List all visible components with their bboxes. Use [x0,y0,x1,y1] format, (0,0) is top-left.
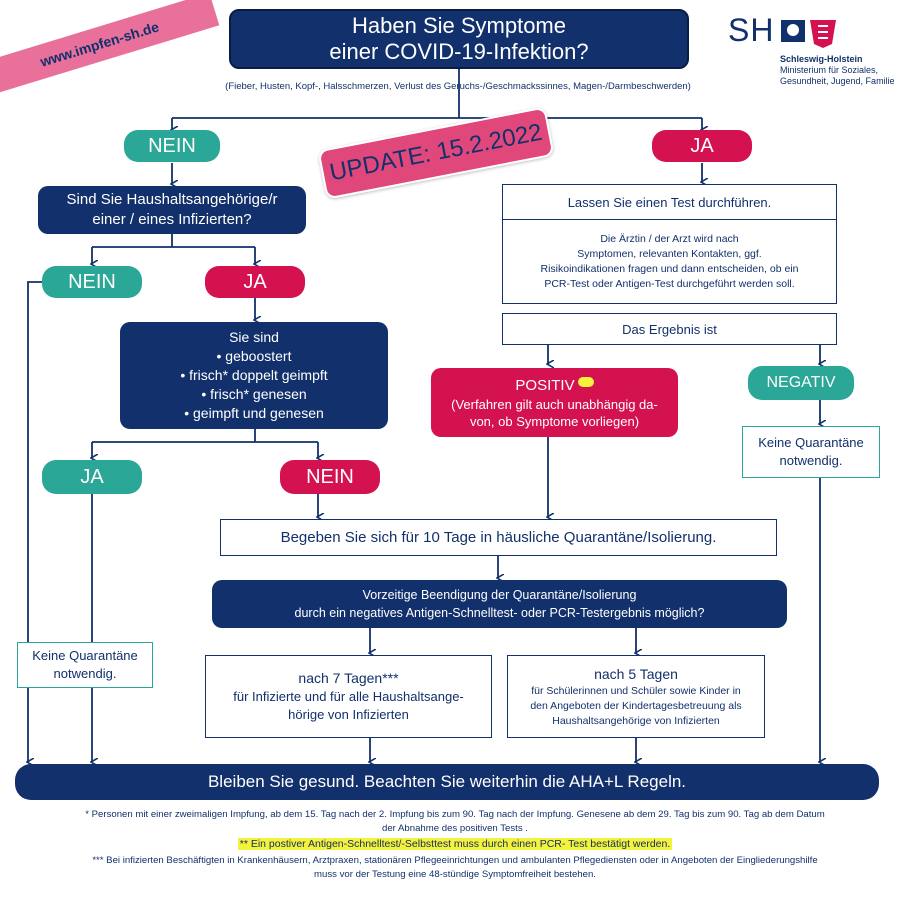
aha-rules-text: Bleiben Sie gesund. Beachten Sie weiterh… [207,772,687,791]
logo-ministry-2: Gesundheit, Jugend, Familie [780,76,895,86]
logo: SH Schleswig-Holstein Ministerium für So… [728,10,903,90]
household-question-line-1: Sind Sie Haushaltsangehörige/r [66,191,278,208]
title-line-1: Haben Sie Symptome [352,13,566,38]
no-quarantine-right-line-1: Keine Quarantäne [758,435,864,450]
after-5-line: Haushaltsangehörige von Infizierten [552,714,720,727]
early-end-box: Vorzeitige Beendigung der Quarantäne/Iso… [212,580,787,628]
status-item: • frisch* doppelt geimpft [180,367,328,383]
status-item: • geboostert [216,348,292,364]
negative-pill: NEGATIV [748,366,854,400]
footnote-1-line-2: der Abnahme des positiven Tests . [382,823,528,834]
footnote-3-line-1: *** Bei infizierten Beschäftigten in Kra… [92,855,818,866]
nein-top-pill: NEIN [124,130,220,162]
quarantine-text: Begeben Sie sich für 10 Tage in häuslich… [280,529,717,546]
quarantine-box: Begeben Sie sich für 10 Tage in häuslich… [220,519,777,556]
logo-ministry-1: Ministerium für Soziales, [780,65,879,75]
test-info-line: Die Ärztin / der Arzt wird nach [600,232,739,245]
test-title-box: Lassen Sie einen Test durchführen. [502,184,837,220]
aha-rules-bar: Bleiben Sie gesund. Beachten Sie weiterh… [15,764,879,800]
no-quarantine-left-box: Keine Quarantäne notwendig. [17,642,153,688]
test-info-box: Die Ärztin / der Arzt wird nach Symptome… [502,219,837,304]
nein-household-pill: NEIN [42,266,142,298]
after-5-days-box: nach 5 Tagen für Schülerinnen und Schüle… [507,655,765,738]
test-title: Lassen Sie einen Test durchführen. [567,194,772,210]
nein-status-pill: NEIN [280,460,380,494]
double-star-icon [577,376,594,387]
positive-note-line-2: von, ob Symptome vorliegen) [469,413,640,429]
test-info-line: Risikoindikationen fragen und dann entsc… [540,262,799,275]
household-question-line-2: einer / eines Infizierten? [92,211,252,228]
result-label: Das Ergebnis ist [622,321,717,337]
status-heading: Sie sind [229,329,279,345]
after-5-line: den Angeboten der Kindertagesbetreuung a… [530,699,742,712]
coat-of-arms-icon [780,16,838,50]
no-quarantine-left-line-1: Keine Quarantäne [32,648,138,663]
positive-note-line-1: (Verfahren gilt auch unabhängig da- [451,396,658,412]
after-7-days-box: nach 7 Tagen*** für Infizierte und für a… [205,655,492,738]
ja-top-pill: JA [652,130,752,162]
test-info-line: Symptomen, relevanten Kontakten, ggf. [577,247,762,260]
positive-box: POSITIV (Verfahren gilt auch unabhängig … [431,368,678,437]
no-quarantine-right-line-2: notwendig. [779,453,843,468]
footnote-1-line-1: * Personen mit einer zweimaligen Impfung… [85,809,825,820]
ja-household-pill: JA [205,266,305,298]
no-quarantine-right-box: Keine Quarantäne notwendig. [742,426,880,478]
after-5-title: nach 5 Tagen [594,665,678,682]
symptoms-note: (Fieber, Husten, Kopf-, Halsschmerzen, V… [225,81,691,92]
early-end-line-2: durch ein negatives Antigen-Schnelltest-… [294,606,705,620]
logo-initials: SH [728,12,775,48]
status-item: • geimpft und genesen [184,405,324,421]
test-info-line: PCR-Test oder Antigen-Test durchgeführt … [544,277,795,290]
footnote-2: ** Ein postiver Antigen-Schnelltest/-Sel… [237,838,673,850]
positive-label: POSITIV [515,376,575,394]
title-line-2: einer COVID-19-Infektion? [329,39,589,64]
status-item: • frisch* genesen [201,386,307,402]
result-box: Das Ergebnis ist [502,313,837,345]
header-question-box: Haben Sie Symptome einer COVID-19-Infekt… [229,9,689,69]
footnotes: * Personen mit einer zweimaligen Impfung… [0,808,910,882]
early-end-line-1: Vorzeitige Beendigung der Quarantäne/Iso… [362,588,637,602]
after-7-line: hörige von Infizierten [288,707,409,722]
after-5-line: für Schülerinnen und Schüler sowie Kinde… [531,684,741,697]
status-box: Sie sind • geboostert • frisch* doppelt … [120,322,388,429]
no-quarantine-left-line-2: notwendig. [53,666,117,681]
household-question-box: Sind Sie Haushaltsangehörige/r einer / e… [38,186,306,234]
footnote-3-line-2: muss vor der Testung eine 48-stündige Sy… [314,869,596,880]
positive-title-row: POSITIV [515,376,594,396]
footnote-2-row: ** Ein postiver Antigen-Schnelltest/-Sel… [0,837,910,852]
logo-state: Schleswig-Holstein [780,54,863,64]
after-7-line: für Infizierte und für alle Haushaltsang… [233,689,464,704]
after-7-title: nach 7 Tagen*** [298,670,399,686]
ja-status-pill: JA [42,460,142,494]
